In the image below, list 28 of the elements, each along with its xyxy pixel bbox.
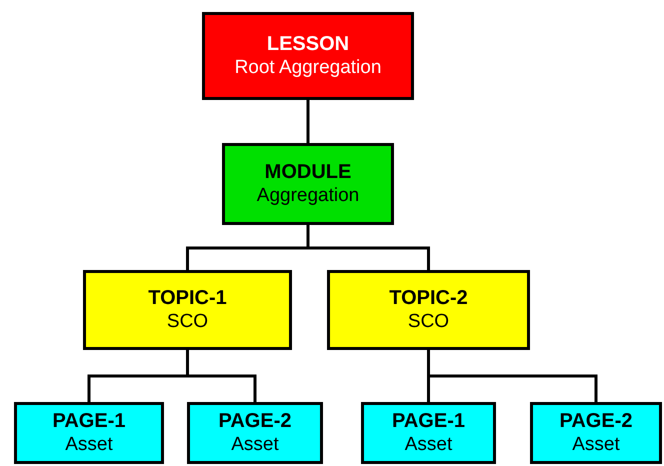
- aggregation-box: [222, 143, 394, 225]
- asset-box: [361, 402, 496, 464]
- asset-box: [530, 402, 662, 464]
- node-title: PAGE-1: [392, 409, 465, 433]
- sco-box: [327, 270, 530, 350]
- node-title: TOPIC-1: [148, 286, 227, 310]
- node-subtitle: SCO: [166, 310, 208, 334]
- connector-line: [427, 350, 598, 402]
- node-title: TOPIC-2: [389, 286, 468, 310]
- node-subtitle: Asset: [231, 433, 279, 457]
- node-subtitle: Root Aggregation: [234, 56, 382, 80]
- sco-box: [83, 270, 292, 350]
- node-subtitle: Aggregation: [256, 184, 360, 208]
- asset-box: [187, 402, 323, 464]
- node-subtitle: Asset: [65, 433, 113, 457]
- node-title: PAGE-2: [560, 409, 632, 433]
- node-subtitle: SCO: [408, 310, 450, 334]
- node-title: PAGE-2: [218, 409, 292, 433]
- asset-box: [14, 402, 164, 464]
- connector-line: [306, 225, 430, 270]
- node-title: LESSON: [266, 32, 350, 56]
- node-subtitle: Asset: [572, 433, 620, 457]
- node-subtitle: Asset: [404, 433, 452, 457]
- connector-line: [186, 350, 256, 402]
- node-title: PAGE-1: [52, 409, 126, 433]
- node-title: MODULE: [264, 160, 352, 184]
- root-aggregation-box: [202, 12, 414, 100]
- connector-line: [306, 100, 310, 143]
